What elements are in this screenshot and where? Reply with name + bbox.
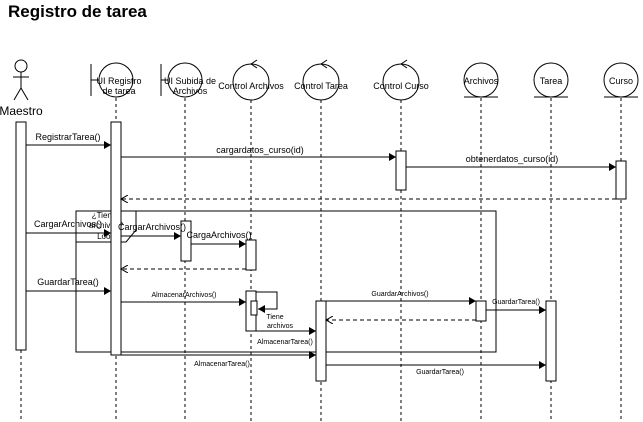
self-message-arrow bbox=[256, 291, 278, 313]
message-label: GuardarTarea() bbox=[416, 369, 464, 376]
control-icon bbox=[232, 59, 270, 101]
boundary-icon bbox=[90, 62, 134, 98]
participant-label-control-curso: Control Curso bbox=[373, 81, 429, 91]
message-label: cargardatos_curso(id) bbox=[216, 145, 304, 155]
actor-icon bbox=[13, 59, 29, 101]
diagram-title: Registro de tarea bbox=[8, 2, 147, 21]
participant-label-tarea: Tarea bbox=[540, 76, 563, 86]
message-label: CargaArchivos() bbox=[186, 230, 251, 240]
message-label: GuardarTarea() bbox=[37, 277, 99, 287]
message-label: AlmacenarTarea() bbox=[194, 361, 250, 368]
participant-label-ui-registro-1: UI Registro bbox=[96, 76, 141, 86]
participant-label-ui-registro-2: de tarea bbox=[102, 86, 135, 96]
participant-label-archivos: Archivos bbox=[464, 76, 499, 86]
fragment-frame bbox=[75, 210, 497, 353]
entity-icon bbox=[603, 62, 639, 98]
entity-icon bbox=[463, 62, 499, 98]
participant-label-control-archivos: Control Archivos bbox=[218, 81, 284, 91]
activation-control-archivos-self bbox=[250, 300, 258, 316]
participant-label-control-tarea: Control Tarea bbox=[294, 81, 348, 91]
participant-curso[interactable]: Curso bbox=[603, 62, 639, 422]
participant-tarea[interactable]: Tarea bbox=[533, 62, 569, 422]
activation-tarea bbox=[545, 300, 557, 382]
activation-maestro bbox=[15, 121, 27, 351]
participant-label-ui-subida-2: Archivos bbox=[173, 86, 208, 96]
participant-control-archivos[interactable]: Control Archivos bbox=[218, 59, 284, 422]
self-message-label-1: Tiene bbox=[266, 314, 283, 321]
message-label: RegistrarTarea() bbox=[35, 132, 100, 142]
entity-icon bbox=[533, 62, 569, 98]
message-label: AlmacenarArchivos() bbox=[152, 292, 217, 299]
activation-ui-registro bbox=[110, 121, 122, 356]
activation-control-curso bbox=[395, 150, 407, 191]
activation-archivos bbox=[475, 300, 487, 322]
participant-maestro[interactable]: Maestro bbox=[0, 59, 43, 422]
boundary-icon bbox=[160, 62, 203, 98]
participant-control-curso[interactable]: Control Curso bbox=[373, 59, 429, 422]
fragment-guard-1: ¿Tiene bbox=[92, 211, 117, 220]
message-label: CargarArchivos() bbox=[34, 219, 102, 229]
message-label: obtenerdatos_curso(id) bbox=[466, 154, 559, 164]
participant-label-curso: Curso bbox=[609, 76, 633, 86]
activation-ui-subida bbox=[180, 220, 192, 262]
activation-control-tarea bbox=[315, 300, 327, 382]
message-label: GuardarTarea() bbox=[492, 299, 540, 306]
message-label: AlmacenarTarea() bbox=[257, 339, 313, 346]
self-message-label-2: archivos bbox=[267, 323, 294, 330]
participant-control-tarea[interactable]: Control Tarea bbox=[294, 59, 348, 422]
activation-curso bbox=[615, 160, 627, 200]
control-icon bbox=[382, 59, 420, 101]
participant-label-maestro: Maestro bbox=[0, 104, 43, 118]
control-icon bbox=[302, 59, 340, 101]
message-label: GuardarArchivos() bbox=[371, 291, 428, 298]
participant-archivos[interactable]: Archivos bbox=[463, 62, 499, 422]
message-label: CargarArchivos() bbox=[118, 222, 186, 232]
activation-control-archivos-1 bbox=[245, 239, 257, 271]
participant-label-ui-subida-1: UI Subida de bbox=[164, 76, 216, 86]
fragment-guard-2: archivos? bbox=[89, 221, 124, 230]
